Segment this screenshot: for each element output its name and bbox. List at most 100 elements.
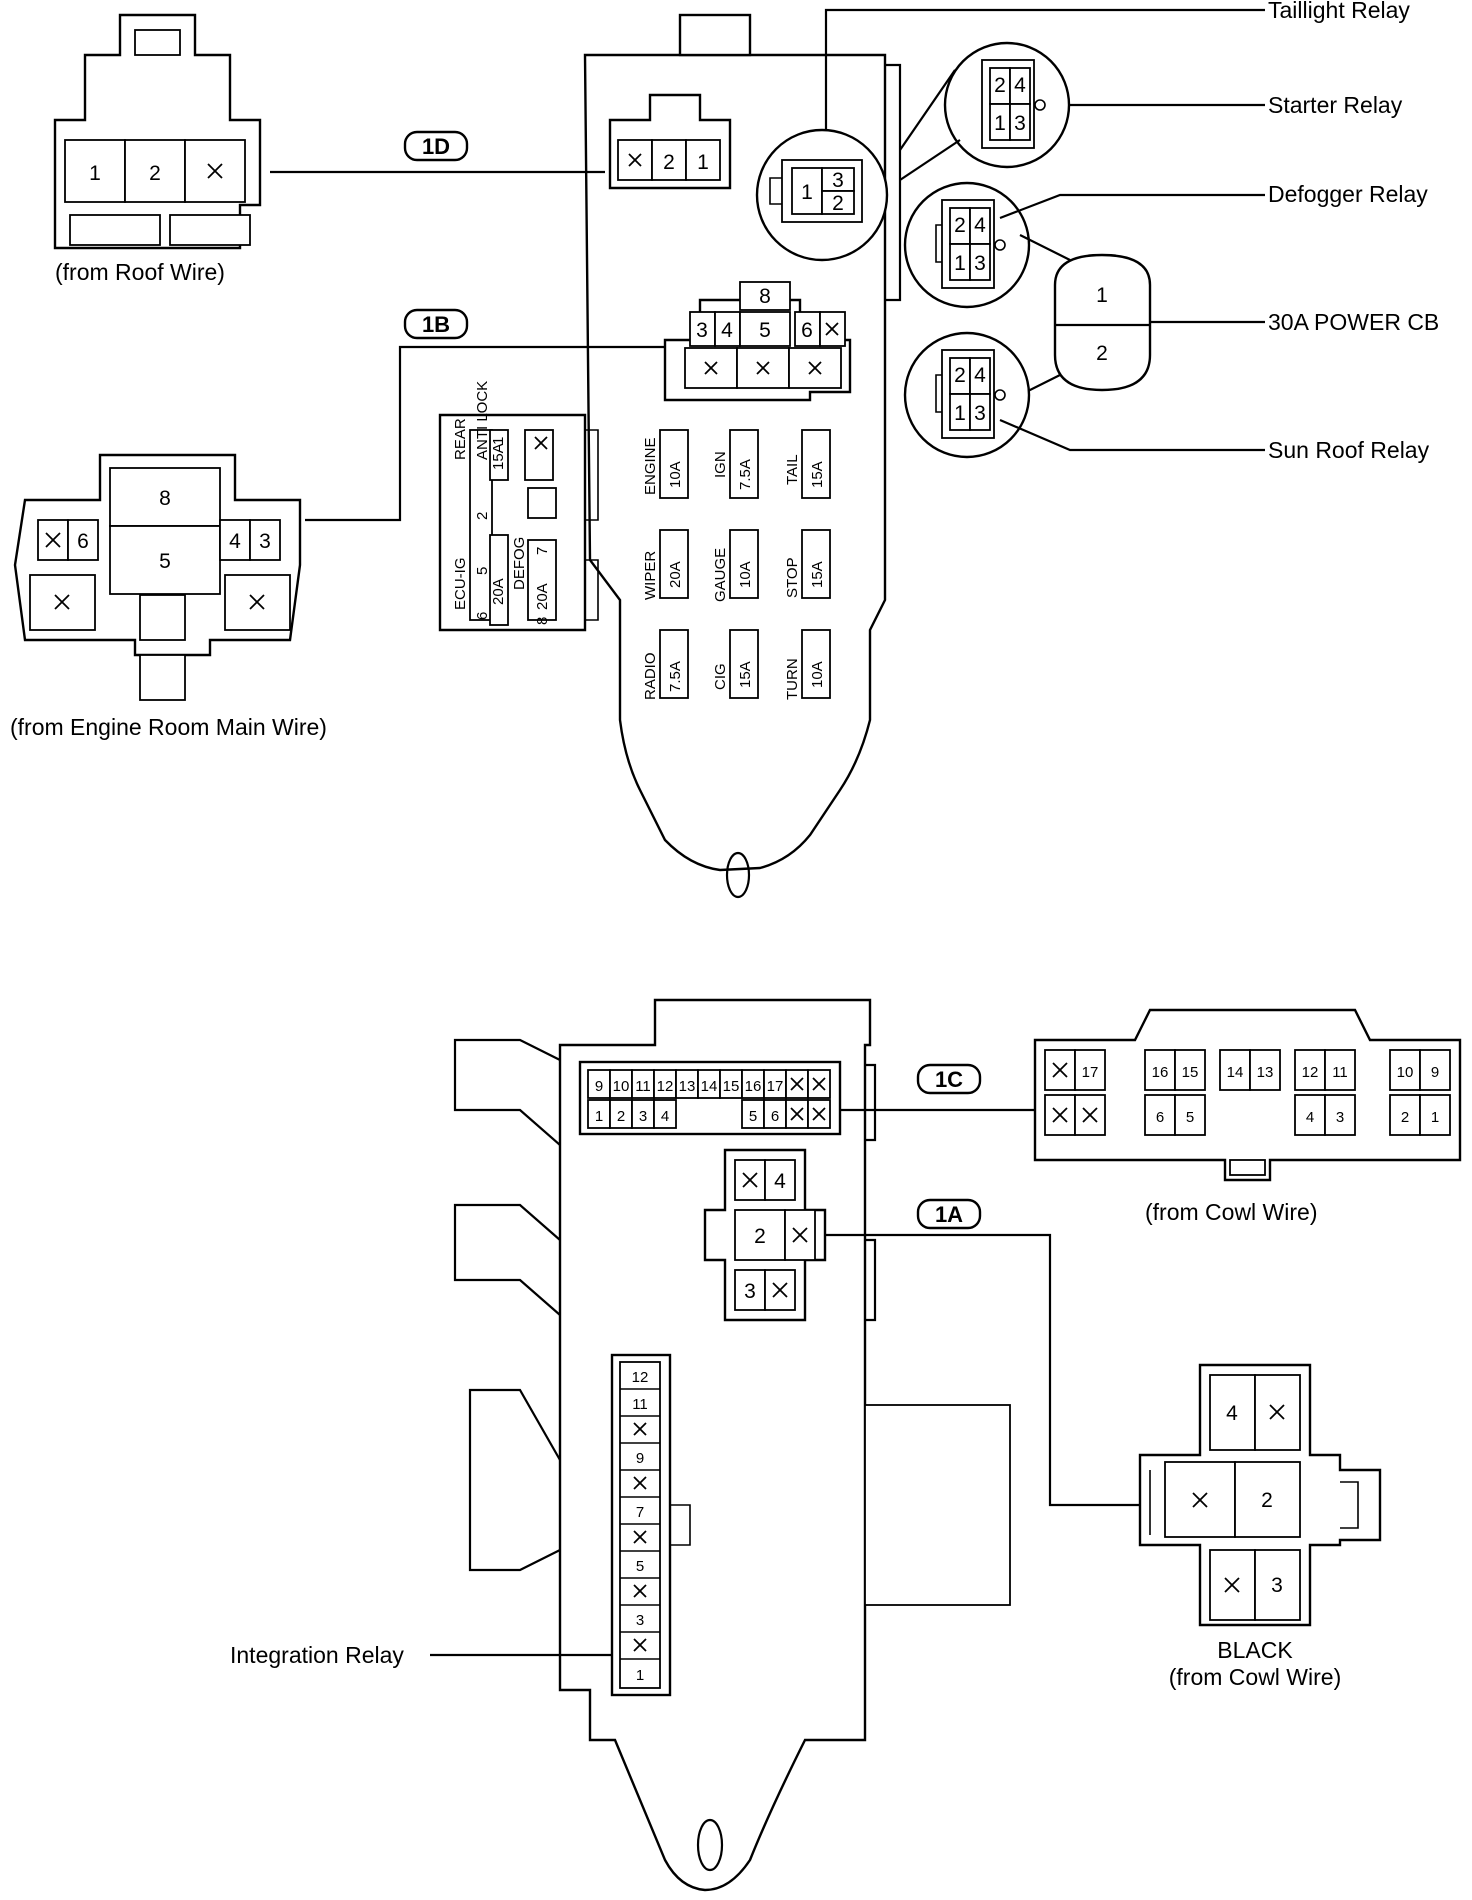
fuse-name: ENGINE	[642, 437, 659, 495]
fuse-turn	[801, 629, 831, 699]
pin-label: 14	[1227, 1064, 1244, 1081]
from-cowl-wire-2-label: (from Cowl Wire)	[1169, 1664, 1342, 1690]
pin-label: 12	[632, 1369, 649, 1386]
fuse-grid: ENGINE 10A IGN 7.5A TAIL 15A WIPER 20A G…	[642, 429, 831, 700]
fuse-amp: 15A	[809, 461, 826, 488]
pin-label: 1	[490, 437, 507, 445]
pin-label: 8	[759, 285, 771, 308]
fuse-wiper	[659, 529, 689, 599]
pin-label: 3	[696, 319, 708, 342]
pin-label: 3	[639, 1108, 647, 1125]
connector-1b: 8 5 6 4 3 (from Engine Room Main Wire) 1…	[10, 308, 665, 740]
fuse-amp: 15A	[490, 443, 507, 470]
pin-label: 3	[1336, 1109, 1344, 1126]
from-engine-room-label: (from Engine Room Main Wire)	[10, 714, 327, 740]
fuse-name: RADIO	[642, 652, 659, 700]
x-mark	[1224, 1577, 1240, 1593]
pin-label: 2	[832, 192, 844, 215]
fuse-engine	[659, 429, 689, 499]
pin-label: 2	[1261, 1489, 1273, 1512]
pin-label: 10	[1397, 1064, 1414, 1081]
pin-label: 2	[954, 364, 966, 387]
from-cowl-wire-label: (from Cowl Wire)	[1145, 1199, 1318, 1225]
connector-1d: 1 2 (from Roof Wire) 1D	[53, 13, 605, 285]
pin-label: 9	[1431, 1064, 1439, 1081]
x-mark	[1052, 1107, 1068, 1123]
pin-label: 4	[974, 364, 986, 387]
pin-label: 3	[744, 1280, 756, 1303]
fuse-gauge	[729, 529, 759, 599]
anti-lock-label: ANTI LOCK	[474, 381, 491, 460]
pin-label: 2	[754, 1225, 766, 1248]
connector-1c: 17 16 15 6 5 14 13 12 11 4 3 10 9 2 1 (f…	[840, 1008, 1462, 1225]
pin-label: 13	[1257, 1064, 1274, 1081]
defogger-relay-label: Defogger Relay	[1268, 181, 1428, 207]
pin-label: 2	[663, 151, 675, 174]
fuse-cig	[729, 629, 759, 699]
relay-pins	[620, 1388, 660, 1660]
pin-label: 6	[474, 612, 491, 620]
pin-label: 15	[1182, 1064, 1199, 1081]
x-mark	[825, 322, 839, 336]
sun-roof-relay-label: Sun Roof Relay	[1268, 437, 1430, 463]
pin-label: 12	[657, 1078, 674, 1095]
pin-label: 7	[636, 1504, 644, 1521]
pin-label: 10	[613, 1078, 630, 1095]
pin-label: 5	[1186, 1109, 1194, 1126]
fuse-amp: 20A	[667, 561, 684, 588]
fuse-amp: 20A	[534, 583, 551, 610]
fuse-stop	[801, 529, 831, 599]
pin-label: 4	[229, 530, 241, 553]
block-connector-1c: 9 10 11 12 13 14 15 16 17 1 2 3 4 5 6	[578, 1060, 842, 1136]
pin-label: 7	[534, 547, 551, 555]
pin-label: 17	[767, 1078, 784, 1095]
taillight-relay-label: Taillight Relay	[1268, 0, 1410, 23]
fuse-amp: 10A	[737, 561, 754, 588]
fuse-name: STOP	[784, 557, 801, 598]
x-mark	[207, 163, 223, 179]
x-mark	[534, 436, 548, 450]
black-label: BLACK	[1217, 1637, 1293, 1663]
x-mark	[792, 1227, 808, 1243]
fuse-tail	[801, 429, 831, 499]
defogger-relay: 2 4 1 3 Defogger Relay	[903, 181, 1428, 309]
power-circuit-breaker: 1 2 30A POWER CB	[1019, 234, 1439, 396]
pin-label: 5	[759, 319, 771, 342]
pin-label: 5	[159, 550, 171, 573]
pin-label: 6	[1156, 1109, 1164, 1126]
pin-label: 16	[745, 1078, 762, 1095]
sun-roof-relay: 2 4 1 3 Sun Roof Relay	[903, 331, 1430, 463]
pin-label: 1	[636, 1667, 644, 1684]
x-mark	[45, 532, 61, 548]
pin-label: 14	[701, 1078, 718, 1095]
pin-label: 4	[661, 1108, 669, 1125]
pin-label: 8	[534, 617, 551, 625]
power-cb-label: 30A POWER CB	[1268, 309, 1439, 335]
pin-label: 1	[954, 402, 966, 425]
integration-relay: 12 11 9 7 5 3 1 Integration Relay	[230, 1353, 691, 1697]
fuse-name: TAIL	[784, 454, 801, 485]
pin-label: 1	[89, 162, 101, 185]
ecu-ig-label: ECU-IG	[452, 558, 469, 611]
integration-relay-label: Integration Relay	[230, 1642, 404, 1668]
pin-label: 3	[1014, 112, 1026, 135]
fuse-name: GAUGE	[712, 548, 729, 602]
pin-label: 11	[632, 1396, 648, 1413]
pin-label: 9	[595, 1078, 603, 1095]
fuse-ign	[729, 429, 759, 499]
pin-label: 5	[636, 1558, 644, 1575]
x-mark	[633, 1476, 647, 1490]
x-mark	[790, 1107, 804, 1121]
pin-label: 2	[994, 74, 1006, 97]
pin-label: 12	[1302, 1064, 1319, 1081]
pin-label: 6	[77, 530, 89, 553]
pin-label: 3	[259, 530, 271, 553]
block-connector-1b: 8 3 4 5 6	[663, 281, 852, 402]
pin-label: 11	[635, 1078, 651, 1095]
x-mark	[742, 1172, 758, 1188]
starter-relay: 2 4 1 3 Starter Relay	[899, 41, 1403, 181]
pin-label: 4	[1226, 1402, 1238, 1425]
pin-label: 1	[1431, 1109, 1439, 1126]
pin-label: 3	[974, 402, 986, 425]
